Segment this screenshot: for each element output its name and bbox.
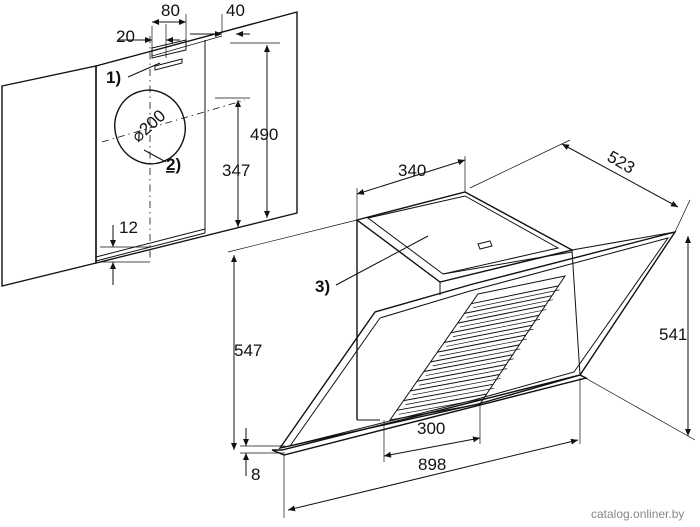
grille-slat bbox=[464, 295, 553, 314]
watermark-text: catalog.onliner.by bbox=[591, 507, 684, 521]
grille-slat-edge bbox=[446, 328, 534, 347]
grille-slat-edge bbox=[439, 338, 527, 357]
dim-547 bbox=[227, 219, 358, 450]
dim-490-label: 490 bbox=[250, 125, 278, 144]
callout-3: 3) bbox=[315, 277, 330, 296]
dim-490 bbox=[230, 42, 280, 218]
grille-slat bbox=[430, 344, 520, 363]
dim-diameter-label: ⌀200 bbox=[128, 106, 169, 146]
dim-541-label: 541 bbox=[659, 325, 687, 344]
dim-20-label: 20 bbox=[116, 27, 135, 46]
dim-898-label: 898 bbox=[418, 455, 446, 474]
grille-slat bbox=[457, 305, 546, 324]
grille-slat bbox=[444, 324, 533, 343]
dim-8 bbox=[240, 428, 285, 476]
grille-slat bbox=[423, 354, 513, 373]
grille-slat bbox=[410, 373, 500, 392]
callout-3-leader bbox=[335, 235, 429, 286]
grille-slat-edge bbox=[419, 368, 508, 386]
grille-slat bbox=[471, 285, 559, 305]
grille-slat-edge bbox=[452, 319, 540, 338]
grille-slat bbox=[416, 364, 507, 382]
dim-547-label: 547 bbox=[234, 341, 262, 360]
dim-340 bbox=[356, 156, 466, 220]
dim-top-offsets bbox=[118, 14, 250, 58]
grille-slat bbox=[403, 383, 494, 402]
dim-12-label: 12 bbox=[119, 218, 138, 237]
hood-body bbox=[271, 191, 677, 456]
grille-slat-edge bbox=[405, 387, 495, 405]
grille-slat bbox=[396, 393, 487, 411]
grille-slat bbox=[450, 314, 539, 334]
callout-1: 1) bbox=[106, 68, 121, 87]
callout-1-leader bbox=[127, 62, 161, 78]
dim-40-label: 40 bbox=[226, 1, 245, 20]
callout-2: 2) bbox=[166, 155, 181, 174]
hood-grille bbox=[388, 275, 567, 421]
duct-opening bbox=[101, 36, 246, 262]
dim-347-label: 347 bbox=[222, 161, 250, 180]
grille-slat-edge bbox=[412, 378, 501, 396]
grille-slat-edge bbox=[398, 397, 488, 415]
grille-slat-edge bbox=[425, 358, 514, 376]
grille-slat-edge bbox=[459, 309, 547, 328]
wall-panel bbox=[1, 11, 298, 287]
dim-541 bbox=[579, 236, 696, 441]
dim-523-label: 523 bbox=[604, 147, 638, 178]
dim-8-label: 8 bbox=[251, 465, 260, 484]
dim-80-label: 80 bbox=[161, 1, 180, 20]
mounting-bracket bbox=[151, 39, 187, 71]
grille-slat-edge bbox=[432, 348, 521, 367]
dim-898 bbox=[283, 378, 581, 518]
dim-300-label: 300 bbox=[417, 419, 445, 438]
dim-347 bbox=[215, 97, 250, 227]
grille-slat bbox=[437, 334, 526, 353]
grille-slat-edge bbox=[473, 289, 560, 309]
grille-slat-edge bbox=[466, 299, 553, 318]
dim-12 bbox=[100, 225, 150, 285]
callout-2-leader bbox=[143, 149, 167, 163]
dim-523 bbox=[469, 139, 691, 233]
dim-340-label: 340 bbox=[398, 161, 426, 180]
